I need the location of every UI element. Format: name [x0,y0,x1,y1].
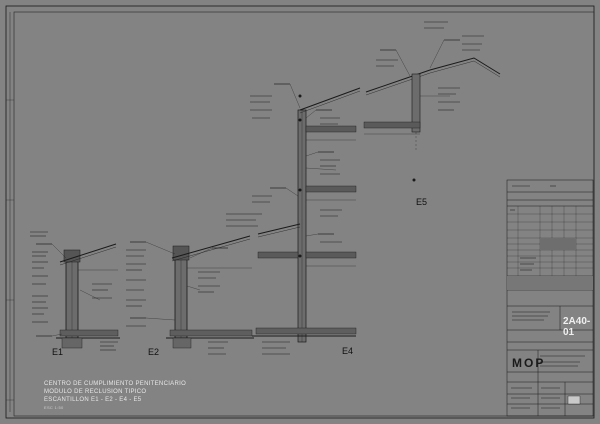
title-block-band [507,276,593,290]
level-markers [298,94,416,258]
section-e4 [252,87,361,343]
mop-logo: MOP [512,356,546,370]
section-e1 [56,243,120,349]
drawing-title-line-2: MODULO DE RECLUSION TIPICO [44,389,147,395]
section-label-e4: E4 [342,346,354,356]
drawing-title-line-1: CENTRO DE CUMPLIMIENTO PENITENCIARIO [44,381,187,387]
sheet-number: 2A40-01 [563,316,591,338]
title-block [506,179,594,417]
drawing-title-line-3: ESCANTILLON E1 - E2 - E4 - E5 [44,397,142,403]
margin-ticks [6,99,14,401]
section-e5 [363,57,501,150]
drawing-scale-note: ESC 1:50 [44,405,64,410]
callout-tags [36,39,460,337]
section-label-e5: E5 [416,197,428,207]
section-e2 [166,235,254,349]
drawing-title-block: CENTRO DE CUMPLIMIENTO PENITENCIARIO MOD… [44,380,186,412]
title-block-text-marks [510,185,585,409]
inner-border [13,11,595,417]
stamp-box [567,395,581,405]
section-label-e1: E1 [52,347,64,357]
section-label-e2: E2 [148,347,160,357]
annotation-text-marks [30,21,484,355]
leader-lines [51,39,450,337]
title-block-hatch [540,238,576,250]
